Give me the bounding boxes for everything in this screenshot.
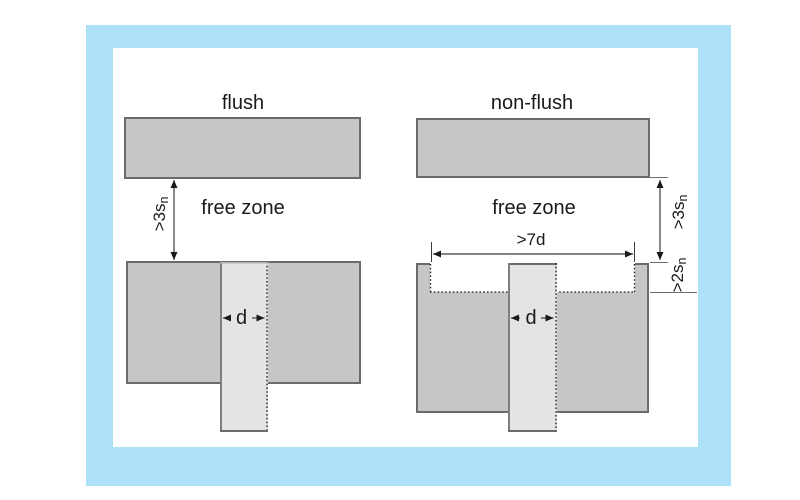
non-flush-recess-value: >2s <box>668 265 687 293</box>
non-flush-title: non-flush <box>491 92 573 114</box>
flush-clearance-label: >3sn <box>150 197 171 232</box>
non-flush-recess-label: >2sn <box>668 258 689 293</box>
non-flush-clearance-subscript: n <box>676 195 690 202</box>
flush-clearance-value: >3s <box>150 204 169 232</box>
non-flush-clearance-value: >3s <box>669 202 688 230</box>
non-flush-target-plate <box>416 118 650 178</box>
flush-free-zone-label: free zone <box>201 197 284 219</box>
flush-panel: flush >3sn free zone d <box>124 92 361 432</box>
non-flush-block-rim-left <box>416 263 430 293</box>
non-flush-sensor-body <box>508 263 557 432</box>
flush-title: flush <box>222 92 264 114</box>
flush-sensor-body <box>220 262 268 432</box>
flush-target-plate <box>124 117 361 179</box>
non-flush-panel: non-flush free zone >7d <box>416 92 697 432</box>
non-flush-recess-subscript: n <box>675 258 689 265</box>
flush-clearance-subscript: n <box>157 197 171 204</box>
non-flush-diameter-label: d <box>525 307 536 329</box>
non-flush-width-label: >7d <box>517 230 546 249</box>
non-flush-block-rim-right <box>635 263 649 293</box>
non-flush-free-zone-label: free zone <box>492 197 575 219</box>
flush-diameter-label: d <box>236 307 247 329</box>
non-flush-clearance-label: >3sn <box>669 195 690 230</box>
